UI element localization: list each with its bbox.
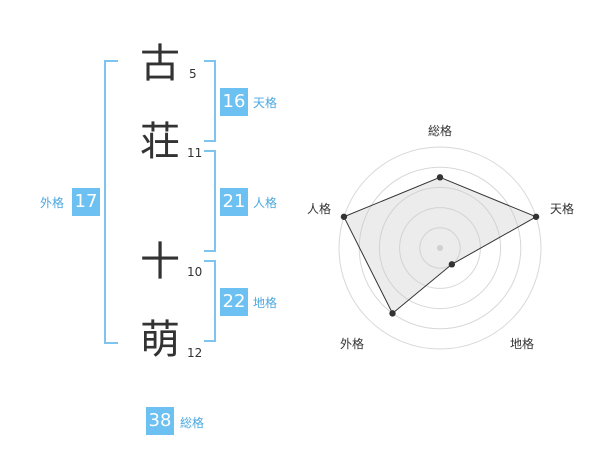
chikaku-bracket (204, 260, 216, 342)
name-char-2: 荘 (140, 119, 180, 165)
gaikaku-bracket (104, 60, 118, 344)
radar-point-2 (532, 213, 540, 220)
radar-label-tenkaku: 天格 (550, 202, 575, 216)
jinkaku-bracket (204, 150, 216, 252)
radar-ring-3 (378, 186, 502, 310)
soukaku-label: 総格 (180, 416, 205, 430)
jinkaku-label: 人格 (253, 196, 278, 210)
radar-label-soukaku: 総格 (428, 124, 453, 138)
name-char-1: 古 (140, 41, 180, 87)
radar-label-chikaku: 地格 (510, 337, 535, 351)
radar-ring-1 (419, 227, 461, 269)
name-char-3: 十 (140, 239, 180, 285)
stroke-count-4: 12 (187, 346, 203, 360)
gaikaku-label: 外格 (40, 196, 65, 210)
jinkaku-value: 21 (220, 188, 248, 216)
radar-point-4 (389, 310, 396, 317)
stroke-count-2: 11 (187, 146, 203, 160)
chikaku-label: 地格 (253, 296, 278, 310)
stroke-count-1: 5 (189, 67, 197, 81)
soukaku-value: 38 (146, 407, 174, 435)
radar-center (437, 245, 443, 251)
radar-point-1 (436, 174, 444, 181)
tenkaku-bracket (204, 60, 216, 142)
radar-label-jinkaku: 人格 (307, 202, 332, 216)
stroke-count-3: 10 (187, 265, 203, 279)
radar-ring-5 (338, 146, 542, 350)
chikaku-value: 22 (220, 288, 248, 316)
radar-point-5 (340, 213, 348, 220)
name-char-4: 萌 (140, 317, 180, 363)
tenkaku-value: 16 (220, 88, 248, 116)
radar-label-gaikaku: 外格 (340, 337, 365, 351)
radar-point-3 (448, 261, 456, 268)
tenkaku-label: 天格 (253, 96, 278, 110)
gaikaku-value: 17 (72, 188, 100, 216)
